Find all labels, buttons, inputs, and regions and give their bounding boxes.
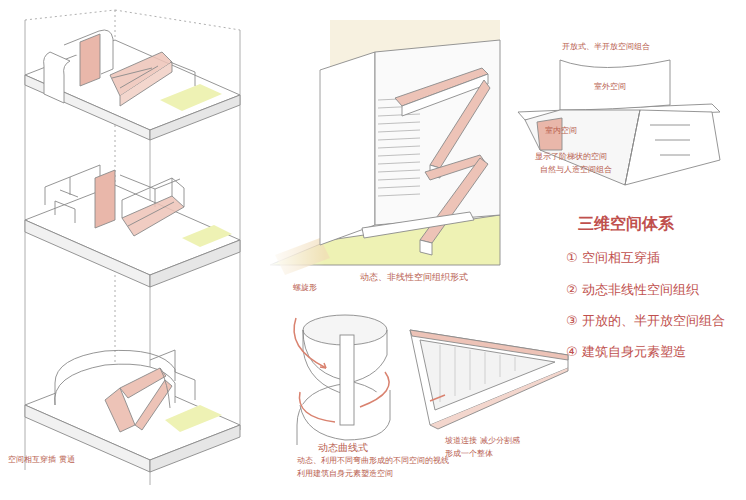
- middle-floor-massing: [45, 165, 232, 247]
- sketch-note: 利用建筑自身元素塑造空间: [297, 469, 393, 479]
- sketch-note: 室外空间: [594, 82, 626, 92]
- principle-item: ① 空间相互穿插: [566, 250, 660, 266]
- sunken-court-sketch: [518, 60, 720, 185]
- principle-item: ② 动态非线性空间组织: [566, 282, 699, 298]
- floor-plates: [25, 40, 240, 472]
- top-floor-massing: [44, 30, 222, 111]
- sketch-note: 动态曲线式: [318, 442, 368, 454]
- sketch-note: 形成一个整体: [445, 449, 493, 459]
- sketch-note: 开放式、半开放空间组合: [562, 42, 650, 52]
- triangle-ramp-sketch: [410, 330, 568, 429]
- staircase-perspective: [265, 0, 500, 280]
- principle-item: ④ 建筑自身元素塑造: [566, 344, 686, 360]
- sketch-note: 空间相互穿插 贯通: [8, 455, 75, 465]
- sketch-note: 坡道连接 减少分割感: [445, 436, 520, 446]
- sketch-note: 动态、非线性空间组织形式: [360, 272, 468, 283]
- sketch-note: 自然与人造空间组合: [540, 165, 612, 175]
- sheet-title: 三维空间体系: [578, 214, 674, 233]
- exploded-axonometric: [25, 10, 240, 485]
- sketch-note: 显示了阶梯状的空间: [535, 152, 607, 162]
- sketch-note: 螺旋形: [293, 283, 317, 293]
- sketch-note: 动态、利用不同弯曲形成的不同空间的视线: [297, 456, 449, 466]
- spiral-ramp-sketch: [294, 315, 390, 445]
- sketch-note: 室内空间: [545, 126, 577, 136]
- ground-floor-massing: [55, 350, 222, 432]
- principle-item: ③ 开放的、半开放空间组合: [566, 313, 725, 329]
